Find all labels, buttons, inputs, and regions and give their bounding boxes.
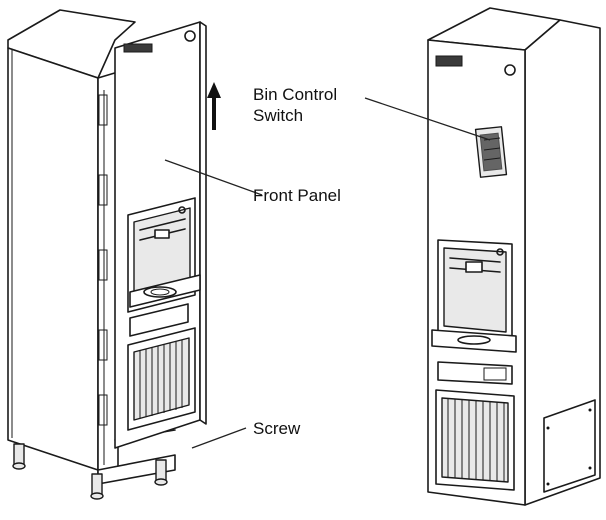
label-bin-control-line2: Switch — [253, 106, 303, 125]
right-unit — [427, 7, 601, 506]
label-screw: Screw — [253, 419, 301, 438]
right-brand-plate — [435, 55, 463, 67]
right-dispense-area — [431, 239, 517, 353]
louver-grille — [127, 327, 196, 431]
panel-screw-hole — [184, 30, 196, 42]
label-front-panel: Front Panel — [253, 186, 341, 205]
leader-screw — [191, 427, 247, 449]
left-unit — [7, 9, 221, 500]
side-access-panel — [543, 399, 596, 493]
label-bin-control-line1: Bin Control — [253, 85, 337, 104]
left-cabinet-side — [7, 47, 99, 471]
right-louver-grille — [435, 389, 515, 491]
leader-front-panel — [164, 159, 263, 196]
front-panel — [114, 21, 207, 449]
dispense-area — [127, 197, 201, 313]
bin-control-switch — [474, 126, 508, 178]
leader-bin-control — [364, 97, 491, 141]
brand-plate — [123, 43, 153, 53]
lift-arrow — [207, 82, 221, 130]
